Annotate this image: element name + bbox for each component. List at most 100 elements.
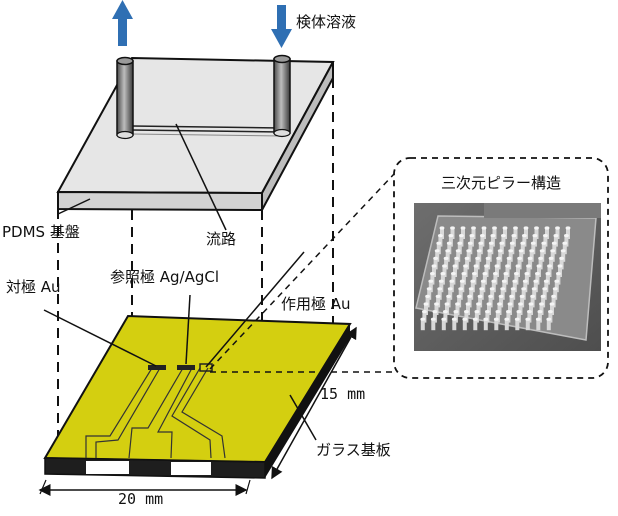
pillar [536, 319, 541, 331]
pillar [440, 273, 445, 285]
pillar [432, 311, 437, 323]
pillar-cap [530, 241, 536, 245]
pillar-cap [539, 302, 544, 306]
pillar-cap [472, 317, 478, 321]
pillar [475, 258, 480, 270]
pillar-cap [433, 256, 438, 260]
pillar-cap [452, 264, 458, 268]
pillar-cap [550, 249, 556, 253]
pillar [529, 250, 534, 262]
pillar-cap [486, 302, 492, 306]
pillar [541, 296, 546, 308]
pillar-cap [487, 249, 493, 253]
pillar-cap [467, 294, 472, 298]
pillar [492, 228, 497, 239]
pillar [431, 319, 436, 331]
pillar-cap [560, 249, 566, 253]
pillar [461, 228, 465, 239]
pillar [422, 311, 427, 323]
pillar [432, 266, 436, 277]
pillar [553, 235, 558, 247]
pillar-cap [443, 256, 449, 260]
pillar-cap [449, 279, 455, 283]
pillar-cap [536, 264, 542, 268]
pillar [496, 258, 501, 270]
glass-substrate [43, 314, 352, 479]
pillar [555, 228, 560, 239]
pillar [452, 319, 457, 331]
pillar [516, 311, 521, 323]
outflow-arrow-icon [112, 0, 133, 46]
pillar-cap [528, 302, 534, 306]
pillar [458, 288, 463, 300]
pillar [551, 296, 556, 308]
contact-gap-1 [86, 461, 129, 474]
pillar-cap [527, 310, 532, 314]
pillar-cap [495, 310, 501, 314]
pillar-cap [438, 279, 444, 283]
pillar [482, 273, 487, 285]
pillar [534, 228, 539, 239]
pillar-cap [503, 272, 509, 276]
pillar [457, 243, 462, 255]
pillar-cap [513, 226, 518, 230]
pillar [535, 273, 540, 285]
pillar-cap [540, 294, 546, 298]
pillar-cap [514, 317, 520, 321]
outflow-arrow-shaft [118, 17, 127, 46]
pillar-cap [446, 241, 452, 245]
pillar [526, 266, 531, 277]
pillar-cap [498, 294, 504, 298]
pillar [471, 228, 476, 239]
pillar [539, 304, 544, 315]
pillar-cap [481, 226, 487, 230]
electrode-layer [43, 314, 352, 464]
pillar-cap [485, 310, 490, 314]
pillar-cap [453, 310, 459, 314]
pillar [507, 258, 512, 270]
pillar-cap [440, 272, 446, 276]
pillar [487, 304, 491, 315]
pillar [543, 235, 548, 247]
pillar-cap [522, 279, 528, 283]
pillar-cap [530, 294, 535, 298]
pillar-cap [537, 310, 543, 314]
pillar-cap [542, 287, 548, 291]
glass-front-edge [44, 457, 266, 479]
pillar-array [420, 226, 571, 331]
pillar [527, 311, 532, 323]
pillar [478, 296, 483, 308]
pillar [427, 288, 432, 300]
pillar-cap [518, 302, 523, 306]
pillar [538, 258, 543, 270]
pillar [446, 296, 451, 308]
pillar [502, 281, 507, 293]
pillar [511, 235, 516, 247]
pillar-cap [475, 256, 480, 260]
pillar-cap [450, 226, 455, 230]
pillar-cap [438, 234, 443, 238]
pillar-cap [496, 256, 501, 260]
pillar-cap [535, 272, 540, 276]
pillar-cap [430, 317, 436, 321]
pillar [440, 228, 444, 239]
pillar [486, 258, 491, 270]
pillar-cap [508, 249, 514, 253]
pillar [443, 311, 448, 323]
pillar-cap [463, 264, 468, 268]
pillar [532, 235, 537, 247]
pillar-cap [526, 264, 531, 268]
pillar [437, 288, 442, 300]
pillar [512, 281, 517, 293]
pillar [509, 296, 514, 308]
pillar-cap [493, 272, 498, 276]
pillar-cap [485, 256, 491, 260]
pillar [455, 304, 460, 315]
pillar [439, 281, 444, 293]
pillar-cap [476, 302, 481, 306]
depth-dimension-arrow [271, 326, 357, 480]
reference-electrode-pad [177, 365, 195, 370]
pillar [508, 250, 513, 262]
pillar [503, 273, 508, 285]
pillar-cap [479, 287, 485, 291]
